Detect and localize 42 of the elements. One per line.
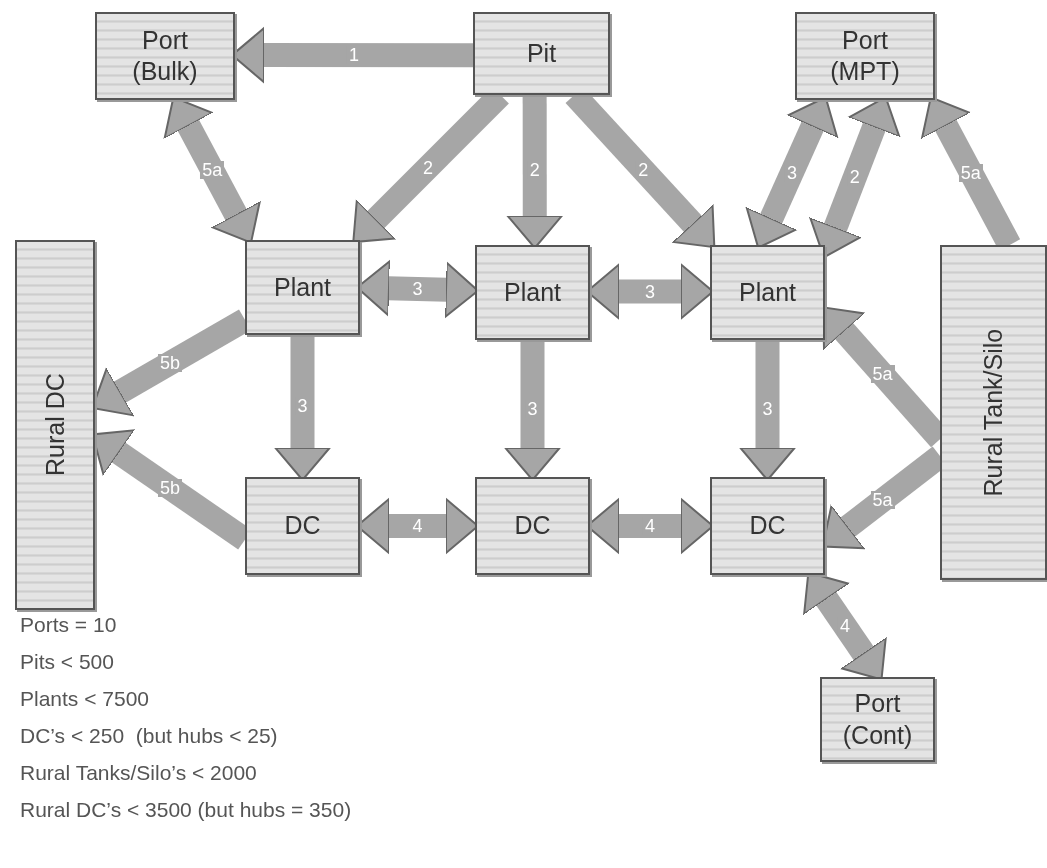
node-label: Pit <box>526 37 557 69</box>
node-label: DC <box>514 510 551 542</box>
node-box <box>710 245 825 340</box>
node-box <box>475 245 590 340</box>
edge-label: 3 <box>295 397 310 415</box>
edge-label: 4 <box>643 517 657 535</box>
node-label: Port (Bulk) <box>131 24 199 87</box>
node-label: DC <box>749 510 786 542</box>
edge-label: 4 <box>837 617 852 635</box>
node-label: Plant <box>504 276 561 308</box>
node-box <box>245 240 360 335</box>
note-text: Rural Tanks/Silo’s < 2000 <box>20 760 258 786</box>
edge-label: 5b <box>158 478 182 497</box>
note-text: Plants < 7500 <box>20 686 150 712</box>
node-box <box>15 240 95 610</box>
node-label: Port (Cont) <box>841 688 914 751</box>
node-box <box>475 477 590 575</box>
edge-label: 5a <box>200 161 225 179</box>
node-label: Rural Tank/Silo <box>977 328 1008 497</box>
note-text: Pits < 500 <box>20 649 115 675</box>
node-box <box>795 12 935 100</box>
node-box <box>245 477 360 575</box>
node-label: Rural DC <box>39 373 70 477</box>
node-box <box>710 477 825 575</box>
edge-label: 5a <box>870 491 895 510</box>
node-box <box>473 12 610 95</box>
edge-label: 5b <box>158 354 182 373</box>
edge-label: 5a <box>958 163 983 182</box>
node-label: Port (MPT) <box>829 24 901 87</box>
edge-label: 2 <box>527 161 542 179</box>
note-text: Ports = 10 <box>20 612 118 638</box>
node-box <box>820 677 935 762</box>
note-text: DC’s < 250 (but hubs < 25) <box>20 723 279 749</box>
edge-label: 2 <box>636 161 651 179</box>
node-box <box>95 12 235 100</box>
edge-label: 5a <box>870 365 895 384</box>
node-label: Plant <box>274 271 331 303</box>
node-label: Plant <box>739 276 796 308</box>
note-text: Rural DC’s < 3500 (but hubs = 350) <box>20 797 352 823</box>
node-box <box>940 245 1047 580</box>
edge-label: 4 <box>410 517 425 535</box>
node-label: DC <box>284 510 321 542</box>
